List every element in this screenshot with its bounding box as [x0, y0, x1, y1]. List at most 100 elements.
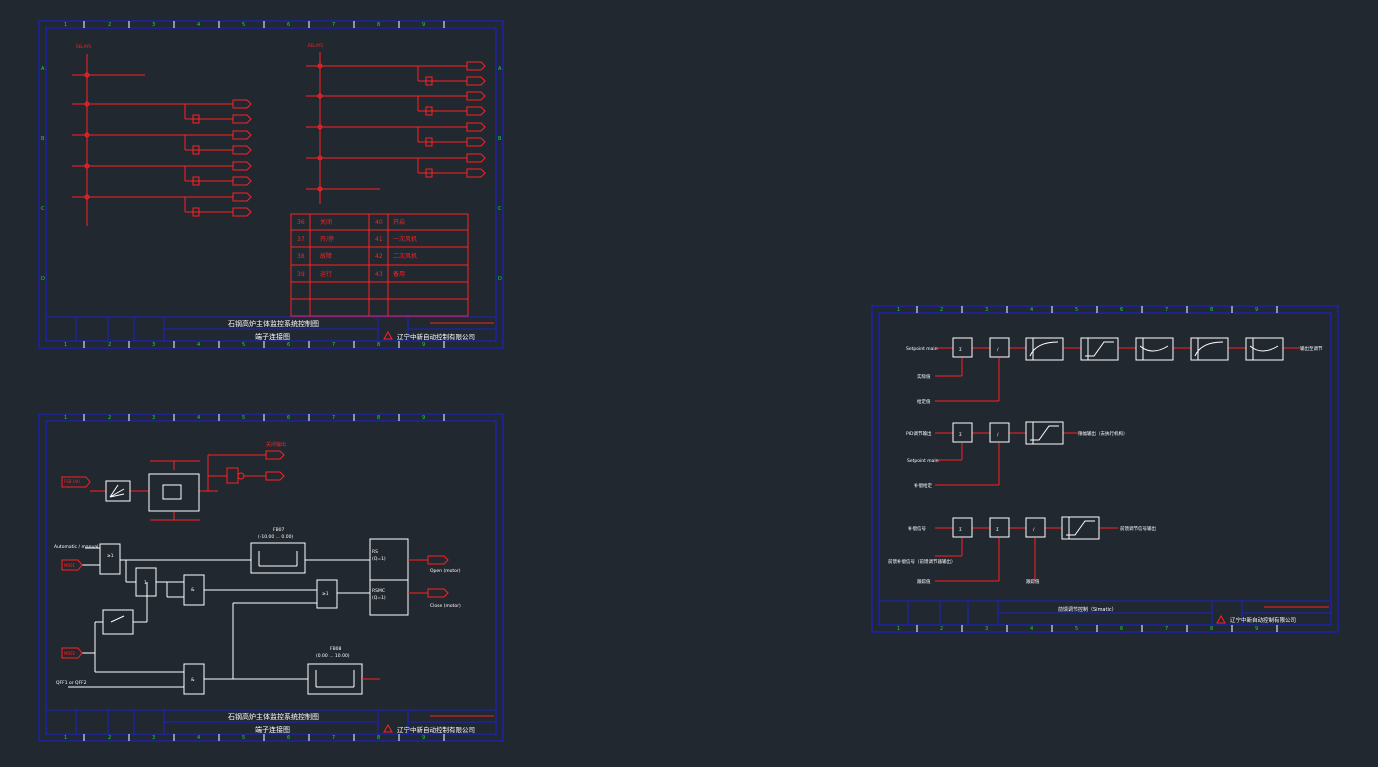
company-logo-icon	[1216, 614, 1226, 624]
company-logo-icon	[383, 330, 393, 340]
legend-no: 38	[297, 253, 305, 260]
svg-text:4: 4	[1030, 307, 1033, 313]
svg-text:4: 4	[197, 735, 200, 741]
row2-setpoint: Setpoint main	[907, 458, 939, 464]
row3-feedforward: 前馈补偿信号（前馈调节器输出）	[888, 558, 956, 565]
legend-text: 一次风机	[393, 235, 417, 243]
block-and-2: &	[191, 677, 195, 683]
block-or-2: ≥1	[322, 591, 329, 597]
input-tag: FSB (AI)	[64, 479, 80, 484]
sum-block: Σ	[959, 347, 962, 353]
title-block: 石钢高炉主体监控系统控制图 端子连接图 辽宁中新自动控制有限公司	[46, 709, 496, 734]
row2-output: 限幅输出（去执行机构）	[1078, 430, 1128, 437]
block-not: 1	[144, 580, 147, 586]
zone-ticks	[83, 21, 445, 348]
svg-text:8: 8	[377, 342, 380, 348]
legend-text: 运行	[320, 270, 332, 278]
fb07-label: FB07	[273, 527, 285, 533]
legend-no: 43	[375, 271, 383, 278]
sheet-title: 石钢高炉主体监控系统控制图	[228, 712, 319, 721]
svg-text:5: 5	[242, 22, 245, 28]
svg-text:6: 6	[1120, 307, 1123, 313]
legend-text: 开/停	[320, 235, 334, 243]
div-block: /	[997, 432, 999, 438]
fb07-range: (-10.00 ... 0.00)	[258, 534, 293, 540]
output-tag: 关闭输出	[266, 441, 286, 448]
svg-text:8: 8	[377, 415, 380, 421]
svg-text:B: B	[498, 136, 502, 142]
svg-text:1: 1	[64, 342, 67, 348]
rs-label: RS	[372, 549, 378, 555]
legend-no: 40	[375, 219, 383, 226]
svg-text:3: 3	[152, 342, 155, 348]
legend-text: 二次风机	[393, 252, 417, 260]
legend-no: 39	[297, 271, 305, 278]
svg-text:7: 7	[1165, 307, 1168, 313]
legend-text: 开启	[393, 218, 405, 226]
svg-text:6: 6	[287, 22, 290, 28]
svg-text:7: 7	[332, 342, 335, 348]
row3-track: 跟踪值	[917, 578, 931, 585]
sheet-title: 前馈调节控制（Simatic）	[1058, 606, 1117, 613]
manu-tag: M002	[64, 651, 76, 656]
right-bus-tag: RELAYS	[308, 43, 323, 48]
sheet-subtitle: 端子连接图	[255, 725, 290, 734]
row1-setpoint: 给定值	[917, 398, 931, 405]
svg-text:4: 4	[1030, 626, 1033, 632]
company-logo-icon	[383, 723, 393, 733]
close-output: Close (motor)	[430, 603, 461, 609]
row1-actual: 实际值	[917, 373, 931, 380]
svg-text:1: 1	[64, 735, 67, 741]
svg-text:6: 6	[1120, 626, 1123, 632]
block-or: ≥1	[107, 553, 114, 559]
svg-text:3: 3	[152, 415, 155, 421]
legend-text: 故障	[320, 252, 332, 260]
div-block: /	[997, 347, 999, 353]
svg-text:D: D	[41, 276, 45, 282]
svg-text:C: C	[41, 206, 45, 212]
open-output: Open (motor)	[430, 568, 461, 574]
row2-input: PID调节输出	[906, 430, 932, 437]
svg-text:1: 1	[897, 307, 900, 313]
sheet-subtitle: 端子连接图	[255, 332, 290, 341]
svg-text:4: 4	[197, 342, 200, 348]
svg-text:9: 9	[422, 735, 425, 741]
svg-text:2: 2	[108, 22, 111, 28]
svg-text:9: 9	[422, 342, 425, 348]
svg-text:A: A	[41, 66, 45, 72]
svg-text:2: 2	[108, 342, 111, 348]
mon-tag: M001	[64, 563, 76, 568]
row3-output: 前馈调节信号输出	[1120, 525, 1156, 532]
svg-text:5: 5	[1075, 307, 1078, 313]
title-block: 石钢高炉主体监控系统控制图 端子连接图 辽宁中新自动控制有限公司	[46, 316, 496, 341]
svg-text:3: 3	[985, 307, 988, 313]
left-bus-tag: RELAYS	[76, 44, 91, 49]
selector-label: Automatic / manual	[54, 544, 98, 550]
legend-no: 36	[297, 219, 305, 226]
svg-text:6: 6	[287, 415, 290, 421]
legend-text: 关闭	[320, 218, 332, 226]
svg-text:5: 5	[1075, 626, 1078, 632]
svg-text:3: 3	[152, 22, 155, 28]
svg-text:7: 7	[332, 22, 335, 28]
svg-text:8: 8	[1210, 626, 1213, 632]
sheet-title: 石钢高炉主体监控系统控制图	[228, 319, 319, 328]
svg-text:9: 9	[422, 22, 425, 28]
svg-text:4: 4	[197, 415, 200, 421]
svg-text:5: 5	[242, 735, 245, 741]
svg-text:8: 8	[377, 22, 380, 28]
row3-track-2: 跟踪值	[1026, 578, 1040, 585]
sum-block: Σ	[996, 527, 999, 533]
svg-text:8: 8	[377, 735, 380, 741]
svg-text:A: A	[498, 66, 502, 72]
qff-label: QFF1 or QFF2	[56, 680, 87, 686]
svg-text:1: 1	[897, 626, 900, 632]
row3-input: 补偿信号	[908, 525, 926, 532]
svg-text:1: 1	[64, 22, 67, 28]
fb08-label: FB08	[330, 646, 342, 652]
company-name: 辽宁中新自动控制有限公司	[1230, 616, 1296, 624]
rsmc-label: RSMC	[372, 588, 385, 594]
svg-text:5: 5	[242, 415, 245, 421]
